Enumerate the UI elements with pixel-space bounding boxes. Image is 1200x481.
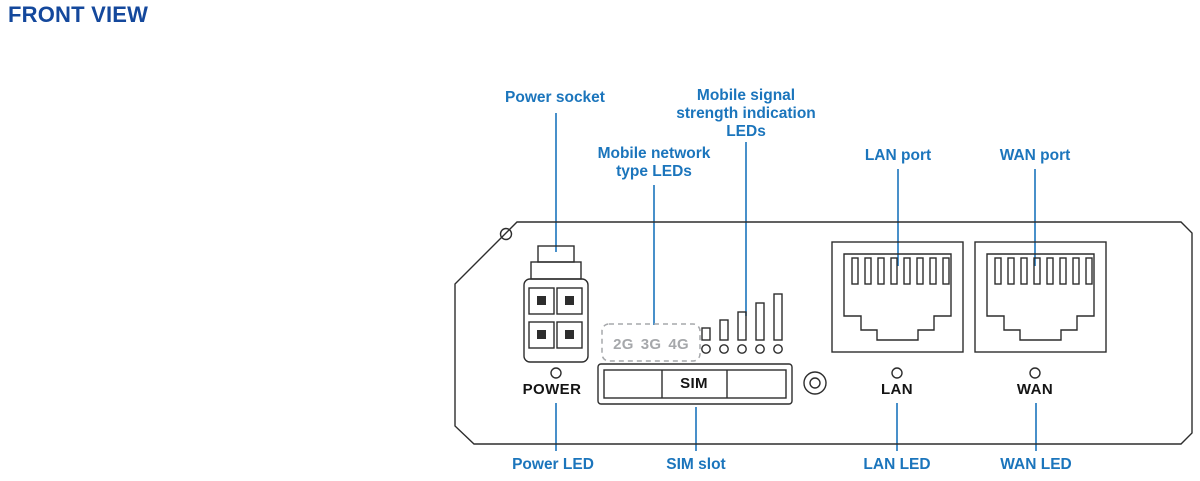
callout-power-led-label: Power LED [512,456,594,473]
reset-button [803,371,827,395]
callout-power-socket-label: Power socket [505,89,605,106]
page-title: FRONT VIEW [8,2,149,27]
callout-lines [555,113,1037,451]
wan-port-jack [986,253,1095,341]
callout-mobile-network-label: Mobile network type LEDs [597,145,711,181]
callout-wan-led-label: WAN LED [1000,456,1072,473]
device-panel-outline [454,221,1193,445]
led-2g-label: 2G [613,335,634,353]
lan-port-outer [831,241,964,353]
callout-mobile-signal-label: Mobile signal strength indication LEDs [676,87,816,141]
callout-sim-slot-label: SIM slot [666,456,726,473]
led-4g-label: 4G [668,335,689,353]
lan-led-dot [891,367,903,379]
led-3g-label: 3G [640,335,662,353]
network-type-led-box [601,323,701,362]
sim-slot-outer [597,363,793,405]
wan-label: WAN [1016,381,1054,398]
callout-lan-led-label: LAN LED [863,456,931,473]
power-label: POWER [522,381,582,398]
sim-tray [603,369,787,399]
wan-port-outer [974,241,1107,353]
power-socket-body [523,278,589,363]
lan-label: LAN [880,381,914,398]
lan-port-jack [843,253,952,341]
callout-lan-port-label: LAN port [864,147,932,164]
screw-hole [499,227,513,241]
sim-label: SIM [680,375,708,392]
signal-strength-bars [701,293,783,341]
device-outline [454,221,1193,445]
callout-wan-port-label: WAN port [999,147,1071,164]
power-led-dot [550,367,562,379]
power-socket-drawing [523,245,589,363]
wan-port-pins [994,257,1093,285]
signal-led-dots [701,344,783,354]
network-type-led-labels: 2G 3G 4G [602,333,700,355]
lan-port-pins [851,257,950,285]
wan-led-dot [1029,367,1041,379]
sim-slot-drawing [597,363,793,405]
wan-port-drawing [974,241,1107,353]
lan-port-drawing [831,241,964,353]
power-socket-latch [530,261,582,280]
